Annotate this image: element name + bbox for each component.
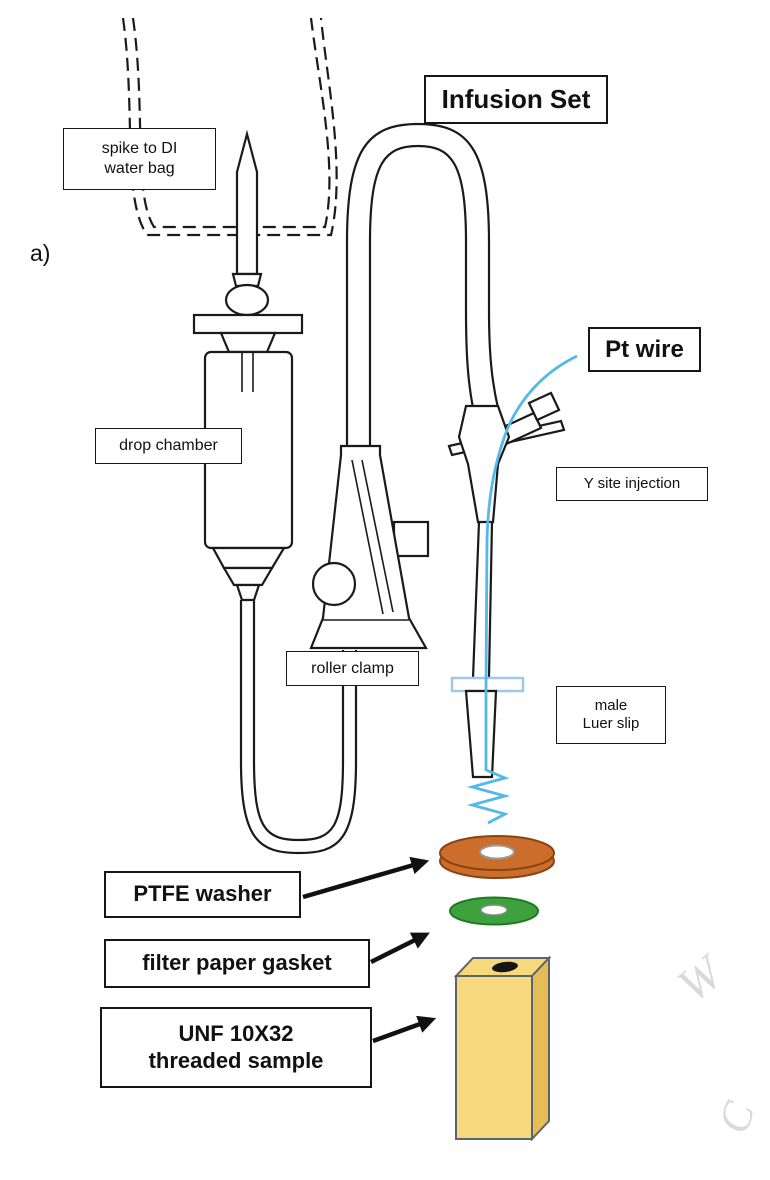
- pointer-arrows: [302, 856, 437, 1044]
- luer-flange: [450, 676, 525, 693]
- spike-flange: [192, 313, 304, 335]
- panel-label: a): [30, 240, 51, 266]
- ptfe-washer-shape: [439, 835, 555, 879]
- roller-wheel: [311, 561, 357, 607]
- arrow-ptfe-washer: [302, 856, 430, 900]
- arrow-sample: [372, 1015, 437, 1044]
- spike-shape: [192, 129, 304, 354]
- sample-block-shape: [453, 955, 552, 1142]
- drop-chamber-shape: [203, 350, 294, 602]
- label-filter-paper-gasket: filter paper gasket: [104, 939, 370, 988]
- label-roller-clamp: roller clamp: [286, 651, 419, 686]
- label-pt-wire: Pt wire: [588, 327, 701, 372]
- label-unf-threaded-sample: UNF 10X32 threaded sample: [100, 1007, 372, 1088]
- drip-ball: [224, 283, 270, 317]
- drop-chamber-tube: [239, 600, 358, 855]
- pt-wire-line: [466, 354, 578, 825]
- label-ptfe-washer: PTFE washer: [104, 871, 301, 918]
- label-male-luer-slip: male Luer slip: [556, 686, 666, 744]
- roller-clamp-shape: [309, 444, 430, 650]
- y-site-shape: [447, 391, 566, 524]
- label-drop-chamber: drop chamber: [95, 428, 242, 464]
- label-infusion-set: Infusion Set: [424, 75, 608, 124]
- filter-gasket-shape: [449, 896, 539, 926]
- luer-nozzle: [464, 689, 498, 779]
- label-y-site-injection: Y site injection: [556, 467, 708, 501]
- threaded-hole: [492, 961, 518, 973]
- arrow-filter-gasket: [369, 932, 430, 965]
- infusion-tube-arch: [345, 122, 500, 450]
- label-spike-to-di-water-bag: spike to DI water bag: [63, 128, 216, 190]
- di-water-bag-tubing: [121, 17, 338, 237]
